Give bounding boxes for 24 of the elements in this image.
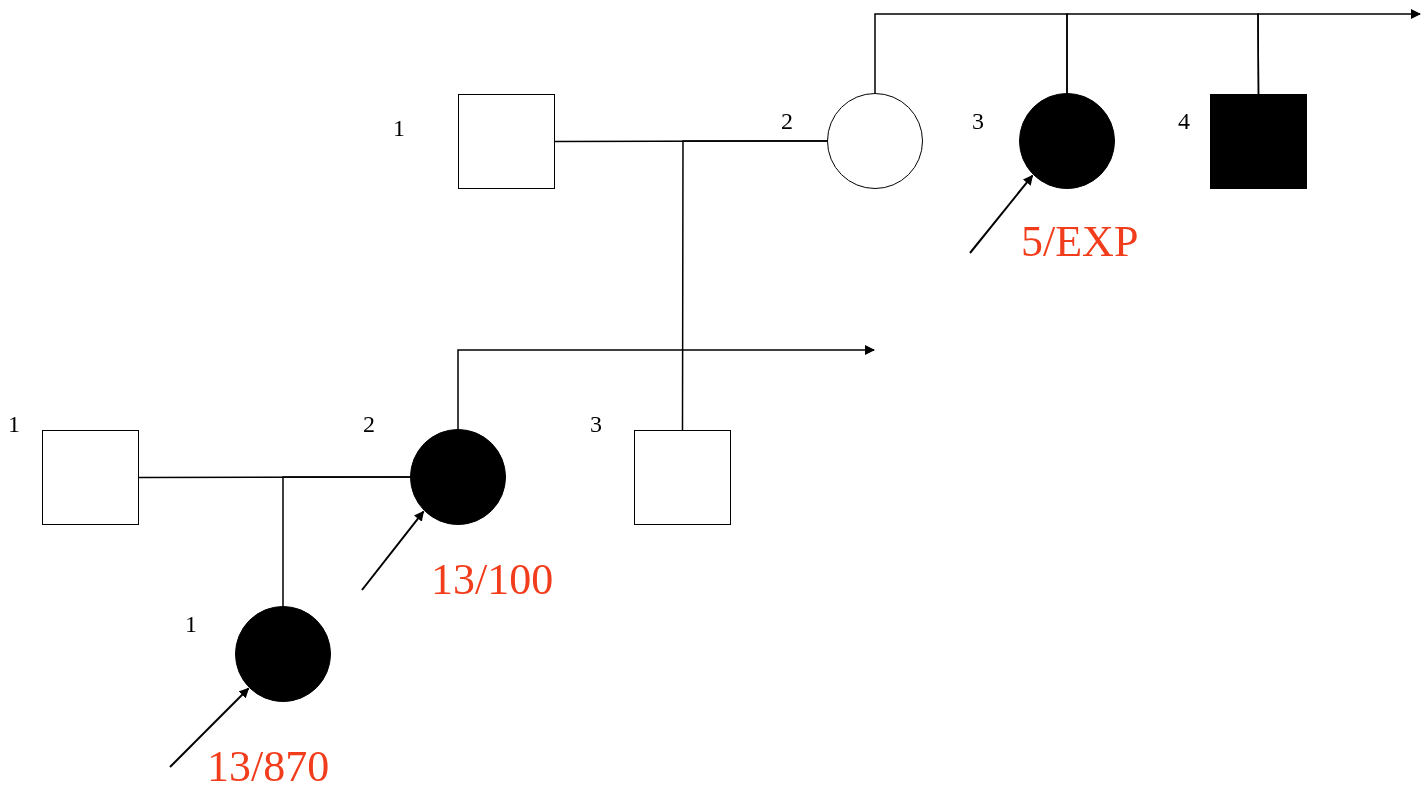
pointer-arrow — [169, 687, 250, 768]
generation-number: 2 — [781, 109, 793, 133]
pedigree-line — [874, 13, 1068, 94]
affected-male-square — [1210, 94, 1307, 189]
generation-number: 1 — [393, 116, 405, 140]
pointer-arrow — [361, 510, 425, 591]
pedigree-line — [1066, 13, 1260, 95]
pedigree-line — [457, 345, 875, 430]
pedigree-line — [282, 476, 411, 607]
generation-number: 2 — [363, 412, 375, 436]
genotype-label: 13/870 — [207, 745, 330, 789]
generation-number: 3 — [972, 109, 984, 133]
genotype-label: 13/100 — [431, 558, 554, 602]
male-square — [634, 430, 731, 525]
generation-number: 4 — [1178, 109, 1190, 133]
generation-number: 3 — [590, 412, 602, 436]
pedigree-line — [1257, 9, 1421, 95]
pedigree-line — [681, 140, 828, 431]
male-square — [42, 430, 139, 525]
generation-number: 1 — [185, 612, 197, 636]
generation-number: 1 — [8, 412, 20, 436]
pointer-arrow — [969, 174, 1034, 254]
genotype-label: 5/EXP — [1021, 220, 1139, 264]
male-square — [458, 94, 555, 189]
